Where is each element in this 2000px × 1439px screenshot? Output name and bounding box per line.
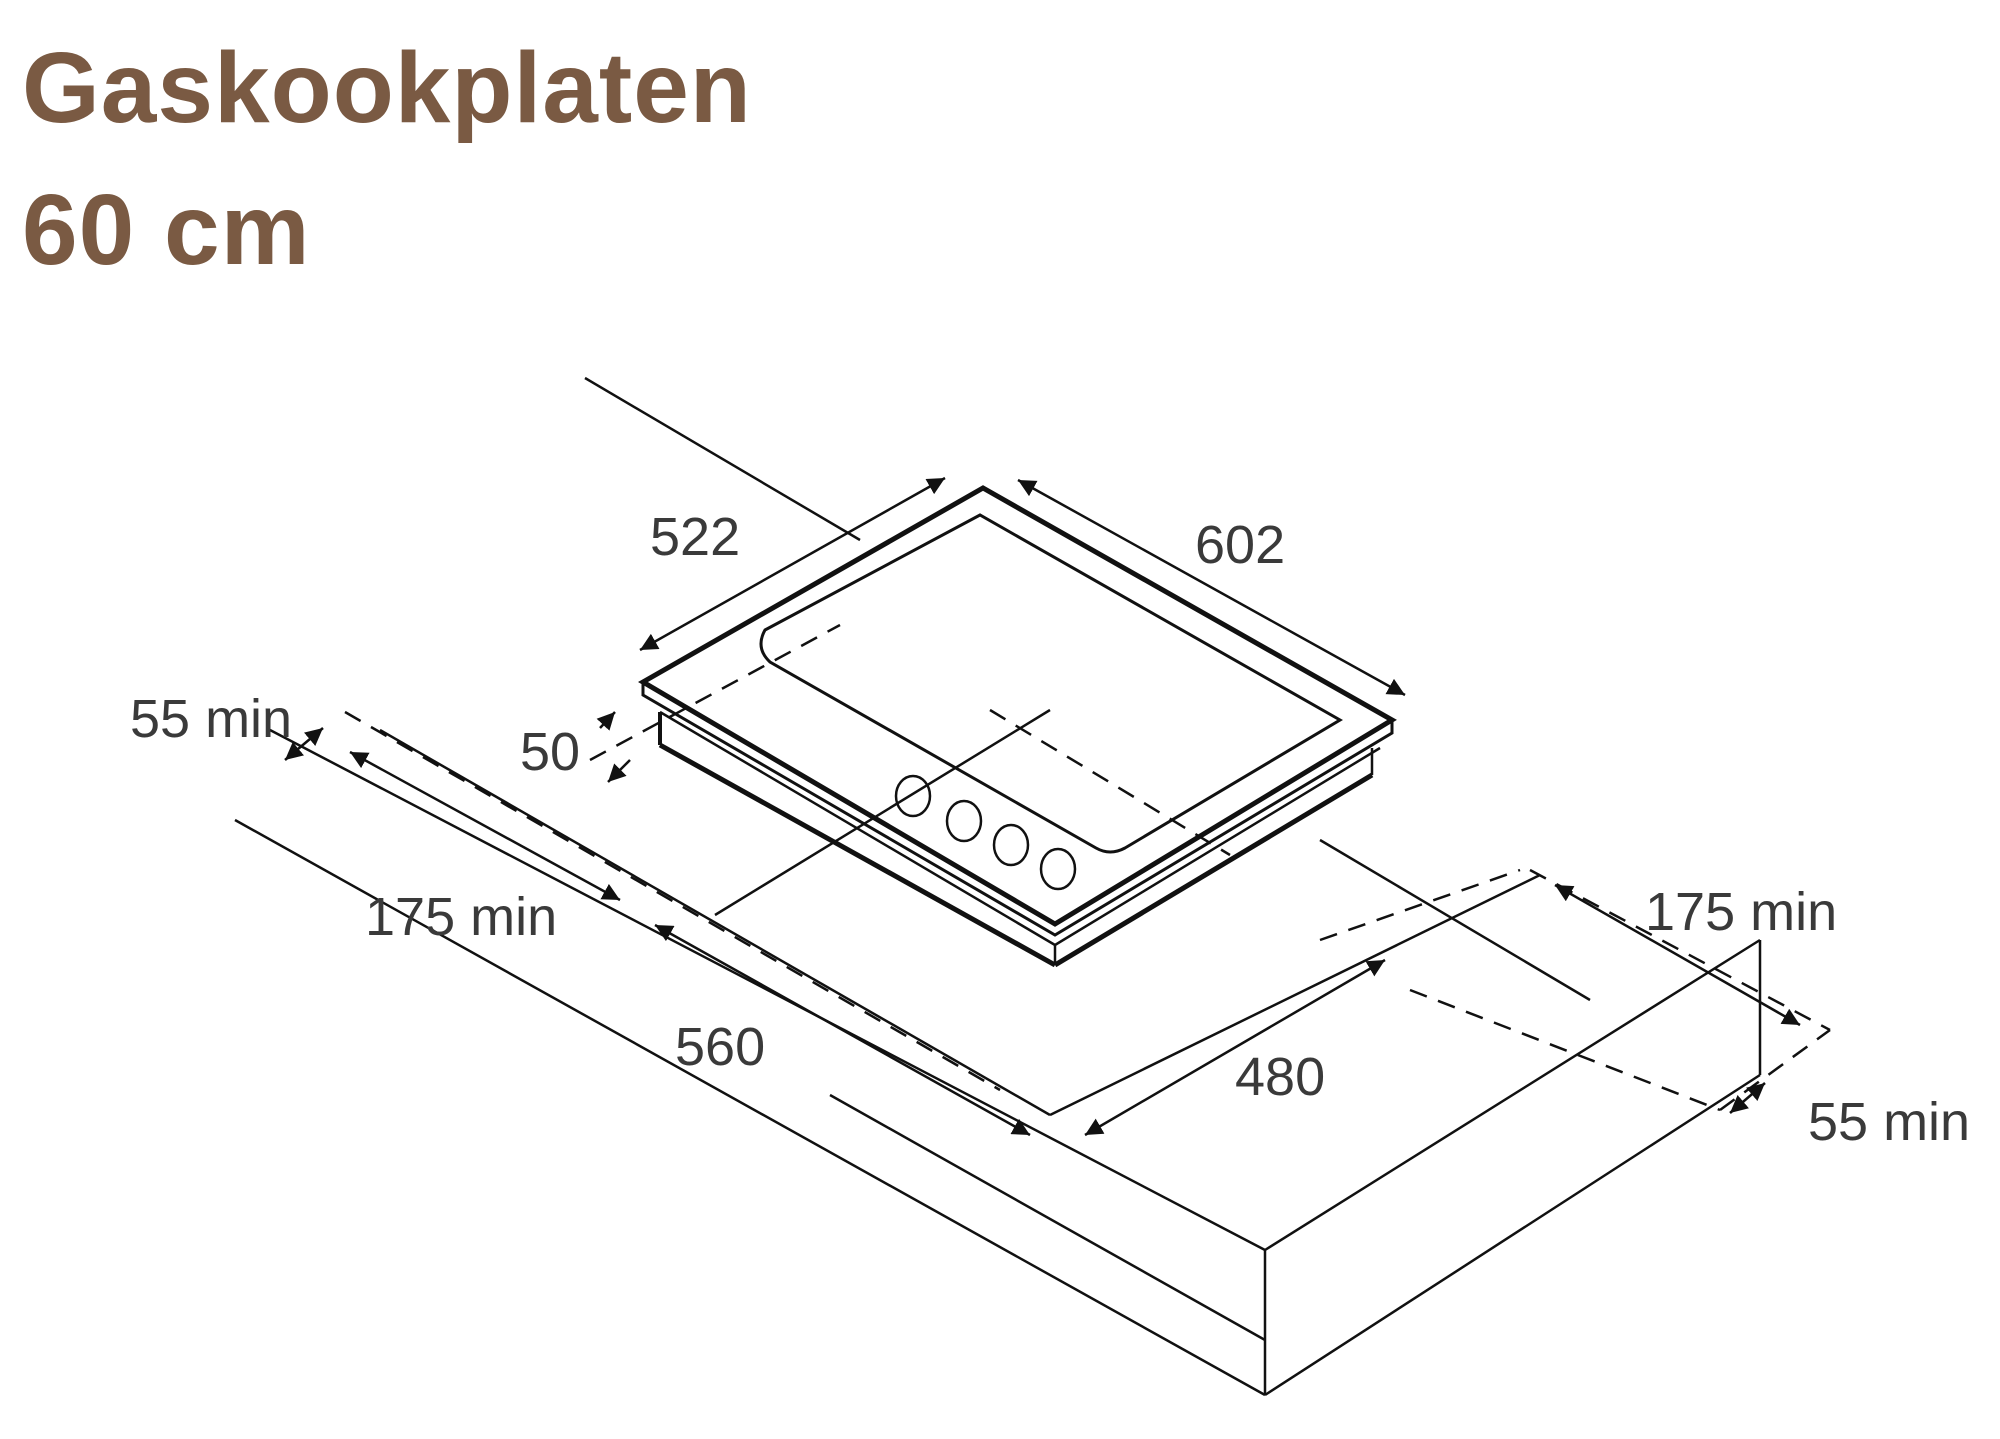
clearance-dashed-lines (344, 623, 1831, 1112)
dim-50-top (596, 711, 616, 731)
dim-175-left (349, 750, 621, 902)
knob-4 (1039, 847, 1077, 891)
burner-knobs (894, 774, 1077, 891)
dim-50-bottom (607, 759, 631, 783)
title-line-2: 60 cm (22, 174, 311, 286)
label-hob-depth: 522 (650, 507, 740, 567)
dim-55-right (1729, 1082, 1766, 1114)
knob-1 (894, 774, 932, 818)
dim-175-right (1554, 883, 1801, 1027)
label-front-clearance-right: 55 min (1808, 1092, 1970, 1152)
dim-55-left (284, 727, 324, 761)
knob-2 (945, 799, 983, 843)
dim-560 (654, 923, 1031, 1137)
knob-3 (992, 823, 1030, 867)
dim-522 (639, 476, 946, 652)
label-cutout-depth: 480 (1235, 1047, 1325, 1107)
label-hob-height: 50 (520, 722, 580, 782)
label-right-side-clearance: 175 min (1645, 882, 1837, 942)
dim-602 (1017, 478, 1406, 697)
worktop (234, 728, 1762, 1397)
dim-480 (1084, 958, 1386, 1137)
label-cutout-width: 560 (675, 1017, 765, 1077)
label-rear-clearance-left: 55 min (130, 689, 292, 749)
title-line-1: Gaskookplaten (22, 32, 752, 144)
label-left-side-clearance: 175 min (365, 887, 557, 947)
dimension-lines (284, 476, 1801, 1137)
label-hob-width: 602 (1195, 515, 1285, 575)
